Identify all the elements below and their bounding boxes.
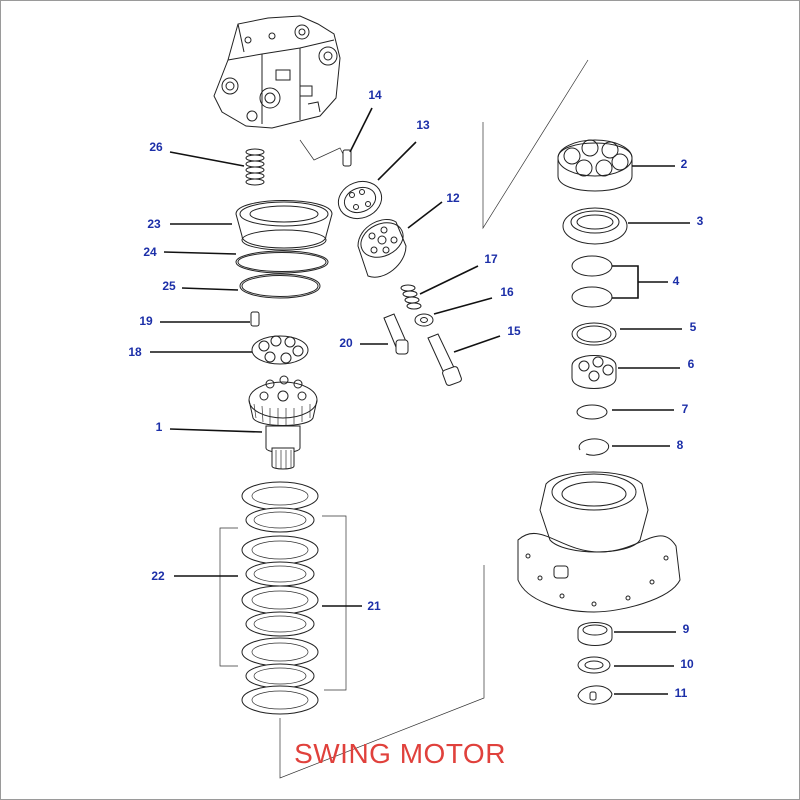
part-label-16: 16	[500, 285, 514, 299]
shaft-drawing	[248, 375, 318, 470]
leader-lines	[150, 107, 690, 695]
seal-10-drawing	[577, 656, 611, 674]
part-label-12: 12	[446, 191, 460, 205]
leader-24	[163, 251, 237, 255]
valve-plate-drawing	[337, 149, 383, 220]
part-label-13: 13	[416, 118, 430, 132]
leader-12	[407, 201, 443, 229]
part-label-4: 4	[673, 274, 680, 288]
o-rings-drawing	[235, 250, 329, 299]
leader-16	[433, 297, 493, 315]
brake-plate-stack-drawing	[219, 481, 347, 715]
shoe-plate-3-drawing	[562, 207, 628, 245]
part-label-15: 15	[507, 324, 521, 338]
snap-ring-8-drawing	[578, 438, 610, 456]
part-label-11: 11	[675, 686, 688, 700]
part-label-22: 22	[151, 569, 165, 583]
leader-13	[377, 141, 417, 181]
part-label-25: 25	[162, 279, 176, 293]
part-label-24: 24	[143, 245, 157, 259]
bearing-2-drawing	[557, 139, 633, 192]
part-label-14: 14	[368, 88, 382, 102]
spring-26-drawing	[245, 148, 265, 186]
cylinder-block-drawing	[357, 219, 407, 278]
leader-17	[419, 265, 479, 295]
relief-valve-parts-drawing	[383, 284, 462, 386]
part-label-9: 9	[683, 622, 690, 636]
part-label-6: 6	[688, 357, 695, 371]
part-label-19: 19	[139, 314, 153, 328]
assembly-guide-lines	[279, 59, 589, 779]
leader-4-bracket	[612, 265, 639, 299]
part-label-5: 5	[690, 320, 697, 334]
part-label-18: 18	[128, 345, 142, 359]
cover-11-drawing	[577, 685, 613, 705]
retainer-plate-drawing	[250, 311, 309, 365]
part-label-21: 21	[367, 599, 381, 613]
part-label-3: 3	[697, 214, 704, 228]
part-label-10: 10	[680, 657, 694, 671]
carrier-6-drawing	[571, 355, 617, 389]
ring-7-drawing	[576, 404, 608, 420]
ring-5-drawing	[571, 322, 617, 346]
bearing-9-drawing	[577, 622, 613, 646]
part-label-20: 20	[339, 336, 353, 350]
part-label-26: 26	[149, 140, 163, 154]
part-label-17: 17	[484, 252, 498, 266]
part-label-1: 1	[156, 420, 163, 434]
leader-1	[169, 428, 263, 433]
diagram-title: SWING MOTOR	[294, 738, 506, 769]
leader-15	[453, 335, 501, 353]
leader-25	[181, 287, 239, 291]
brake-piston-drawing	[235, 200, 333, 251]
case-drawing	[517, 471, 681, 613]
part-label-8: 8	[677, 438, 684, 452]
part-label-7: 7	[682, 402, 689, 416]
leader-26	[169, 151, 245, 167]
part-number-labels: 1 2 3 4 5 6 7 8 9 10 11 12 13 14 15 16 1…	[128, 88, 703, 700]
part-label-2: 2	[681, 157, 688, 171]
washers-4-drawing	[571, 255, 613, 308]
part-label-23: 23	[147, 217, 161, 231]
leader-14	[349, 107, 373, 153]
motor-housing-drawing	[213, 15, 341, 129]
